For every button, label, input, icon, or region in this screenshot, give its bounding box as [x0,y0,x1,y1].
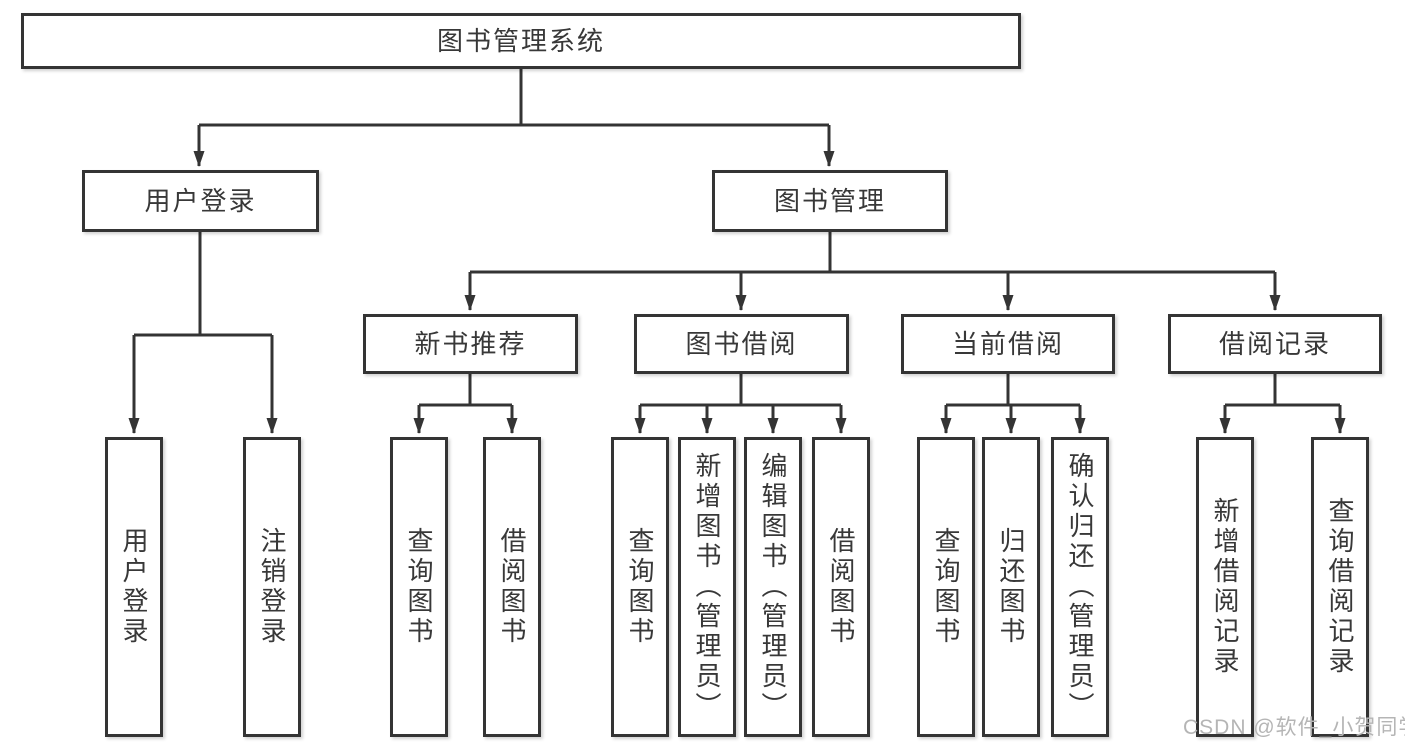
leaf-add-books-admin-label: 新增图书（管理员） [692,452,722,722]
node-root-label: 图书管理系统 [436,26,605,56]
node-user-login: 用户登录 [82,170,319,232]
leaf-query-books-3-label: 查询图书 [931,527,961,647]
leaf-borrow-books-2: 借阅图书 [812,437,870,737]
leaf-query-books-3: 查询图书 [917,437,975,737]
leaf-query-books-1: 查询图书 [390,437,448,737]
leaf-query-books-1-label: 查询图书 [404,527,434,647]
leaf-edit-books-admin-label: 编辑图书（管理员） [758,452,788,722]
leaf-add-borrow-record: 新增借阅记录 [1196,437,1254,737]
leaf-user-login-label: 用户登录 [119,527,149,647]
leaf-edit-books-admin: 编辑图书（管理员） [744,437,802,737]
node-new-book-recommend-label: 新书推荐 [414,329,527,359]
leaf-return-books-label: 归还图书 [996,527,1026,647]
node-root: 图书管理系统 [21,13,1021,69]
leaf-query-borrow-record-label: 查询借阅记录 [1325,497,1355,677]
leaf-return-books: 归还图书 [982,437,1040,737]
leaf-user-login: 用户登录 [105,437,163,737]
node-current-borrowing-label: 当前借阅 [951,329,1064,359]
node-book-borrowing: 图书借阅 [634,314,849,374]
node-user-login-label: 用户登录 [144,186,257,216]
leaf-query-books-2-label: 查询图书 [625,527,655,647]
leaf-add-books-admin: 新增图书（管理员） [678,437,736,737]
node-book-management-label: 图书管理 [773,186,886,216]
leaf-query-borrow-record: 查询借阅记录 [1311,437,1369,737]
node-current-borrowing: 当前借阅 [901,314,1115,374]
node-book-management: 图书管理 [712,170,948,232]
node-new-book-recommend: 新书推荐 [363,314,578,374]
leaf-logout: 注销登录 [243,437,301,737]
leaf-confirm-return-admin: 确认归还（管理员） [1051,437,1109,737]
leaf-borrow-books-2-label: 借阅图书 [826,527,856,647]
node-book-borrowing-label: 图书借阅 [685,329,798,359]
leaf-query-books-2: 查询图书 [611,437,669,737]
leaf-add-borrow-record-label: 新增借阅记录 [1210,497,1240,677]
leaf-confirm-return-admin-label: 确认归还（管理员） [1065,452,1095,722]
leaf-borrow-books-1-label: 借阅图书 [497,527,527,647]
csdn-watermark: CSDN @软件_小贺同学 [1183,716,1405,739]
node-borrow-records: 借阅记录 [1168,314,1382,374]
leaf-logout-label: 注销登录 [257,527,287,647]
leaf-borrow-books-1: 借阅图书 [483,437,541,737]
node-borrow-records-label: 借阅记录 [1218,329,1331,359]
